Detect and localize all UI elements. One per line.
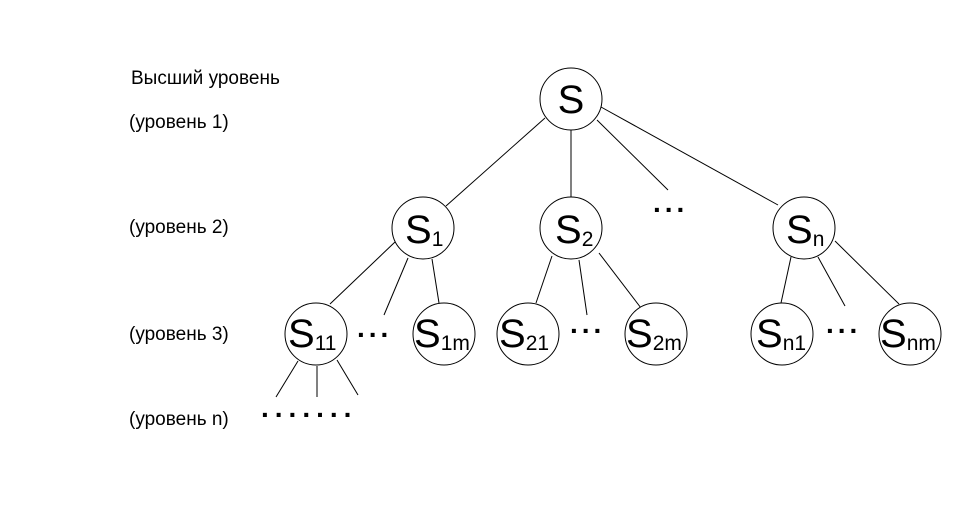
node-s11-sub: 11 [315,332,337,355]
sn-children-ellipsis: ... [826,308,861,339]
level-n-label: (уровень n) [129,409,229,430]
edge-s2-s21 [535,255,553,304]
svg-text:S2: S2 [555,208,593,252]
node-sn: Sn [772,196,836,260]
node-s11: S11 [284,302,348,366]
node-s1m: S1m [412,302,476,366]
edge-root-sn [600,106,779,206]
edge-root-ellipsis [596,119,669,191]
node-sn-sub: n [813,228,825,251]
top-level-label: Высший уровень [131,68,280,89]
node-s2m-main: S [626,312,653,356]
node-snm: Snm [878,302,942,366]
svg-text:S21: S21 [499,312,549,356]
node-s1-sub: 1 [432,228,444,251]
node-s1m-main: S [414,312,441,356]
s2-children-ellipsis: ... [570,308,605,339]
edge-s1-s11 [329,241,396,305]
level2-ellipsis: ... [653,187,688,218]
node-s2m-sub: 2m [653,332,682,355]
node-s2-sub: 2 [582,228,594,251]
level1-label: (уровень 1) [129,112,229,133]
node-s2m: S2m [624,302,688,366]
node-s2-main: S [555,208,582,252]
s1-children-ellipsis: ... [357,312,392,343]
edge-sn-snm [834,240,900,305]
node-sn1-main: S [756,312,783,356]
node-s1m-sub: 1m [441,332,470,355]
level2-label: (уровень 2) [129,217,229,238]
node-root-main: S [558,78,585,122]
svg-text:S11: S11 [288,312,337,356]
node-sn-main: S [786,208,813,252]
node-snm-main: S [880,312,907,356]
svg-text:Snm: Snm [880,312,936,356]
edge-sn-ellipsis [817,256,846,307]
svg-text:Sn1: Sn1 [756,312,806,356]
svg-text:S: S [558,78,585,122]
node-snm-sub: nm [907,332,936,355]
node-s1: S1 [391,196,455,260]
node-sn1-sub: n1 [783,332,806,355]
node-s21: S21 [496,302,560,366]
edge-s1-s1m [431,258,440,304]
node-s21-sub: 21 [526,332,549,355]
svg-text:S1m: S1m [414,312,470,356]
edge-s1-ellipsis [383,257,409,316]
node-s11-main: S [288,312,315,356]
node-s1-main: S [405,208,432,252]
edge-s2-s2m [598,252,642,309]
node-s21-main: S [499,312,526,356]
edge-s11-child-right [336,359,359,396]
svg-text:Sn: Sn [786,208,824,252]
node-sn1: Sn1 [750,302,814,366]
node-s2: S2 [539,196,603,260]
edge-sn-sn1 [780,256,792,304]
edge-s11-child-left [275,360,299,398]
edge-s2-ellipsis [578,259,588,316]
svg-text:S1: S1 [405,208,443,252]
edge-root-s1 [445,117,546,207]
level3-label: (уровень 3) [129,324,229,345]
svg-text:S2m: S2m [626,312,682,356]
level-n-ellipsis: ....... [261,392,357,423]
node-root: S [539,67,603,131]
